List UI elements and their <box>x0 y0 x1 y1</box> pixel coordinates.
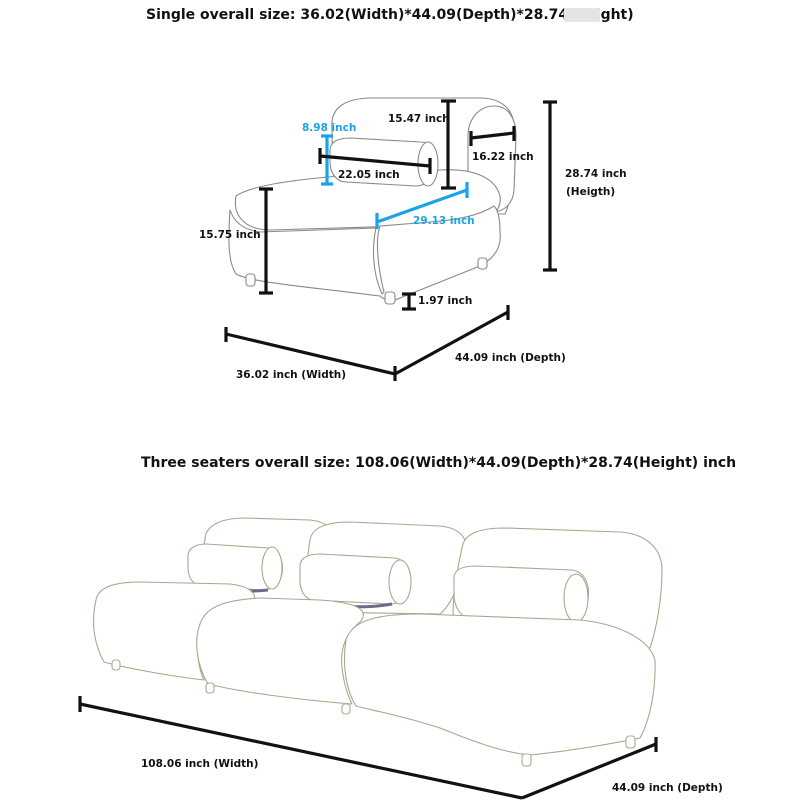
bolster-height-label: 8.98 inch <box>302 122 356 134</box>
total-height-caption: (Heigth) <box>566 186 615 198</box>
single-dimension-lines <box>224 99 557 381</box>
seat-height-label: 15.75 inch <box>199 229 261 241</box>
three-seater-drawing <box>93 517 663 767</box>
single-seat-drawing <box>228 97 517 305</box>
single-size-heading: Single overall size: 36.02(Width)*44.09(… <box>146 7 634 23</box>
three-depth-label: 44.09 inch (Depth) <box>612 782 723 794</box>
single-width-label: 36.02 inch (Width) <box>236 369 346 381</box>
single-depth-label: 44.09 inch (Depth) <box>455 352 566 364</box>
three-width-label: 108.06 inch (Width) <box>141 758 258 770</box>
bolster-length-label: 22.05 inch <box>338 169 400 181</box>
backrest-depth-label: 16.22 inch <box>472 151 534 163</box>
seat-depth-label: 29.13 inch <box>413 215 475 227</box>
leg-height-label: 1.97 inch <box>418 295 472 307</box>
backrest-height-label: 15.47 inch <box>388 113 450 125</box>
three-seater-dimension-lines <box>78 696 658 800</box>
three-seater-size-heading: Three seaters overall size: 108.06(Width… <box>141 455 737 471</box>
total-height-label: 28.74 inch <box>565 168 627 180</box>
blurred-watermark <box>564 8 600 22</box>
